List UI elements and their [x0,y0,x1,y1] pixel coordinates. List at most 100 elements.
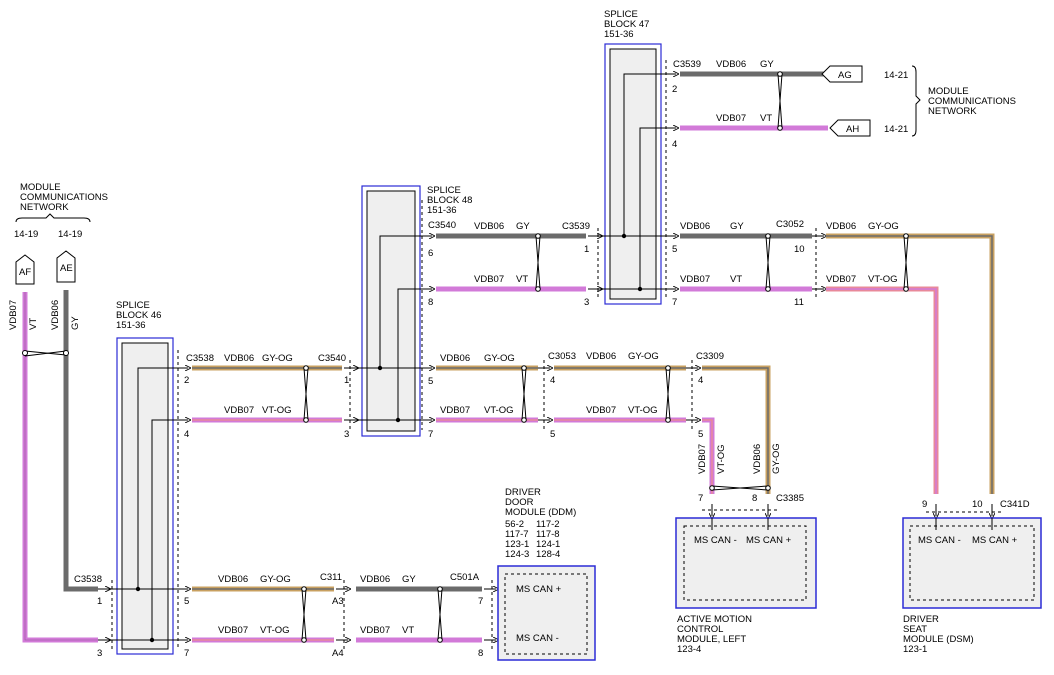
sb46-c3540: C3540 [318,353,346,364]
conn-c3053: C3053 [548,351,576,362]
sb48-w1-color: GY [516,221,530,232]
sb47-bot-color: VT [760,113,772,124]
mid-v1-name: VDB07 [697,444,708,474]
mid-w2-name: VDB07 [586,405,616,416]
splice-block-47: SPLICE BLOCK 47 151-36 C3539 2 4 5 7 [600,9,701,308]
sb47-c3539: C3539 [673,59,701,70]
pin-8-ddm: 8 [478,648,483,659]
bottom-w3-color: GY [402,574,416,585]
sb47-body [609,48,657,300]
wire2-color: GY [70,316,81,330]
sb48-title-3: 151-36 [427,205,457,216]
sb46-pin4: 4 [184,429,189,440]
sb46-title-1: SPLICE [116,300,150,311]
ae-badge-label: AE [60,263,73,274]
bottom-wires: 5 7 VDB06 GY-OG VDB07 VT-OG C311 A3 A4 V… [178,572,496,659]
ddm-box [497,565,596,661]
sb47-dsm-wires: VDB06 GY VDB07 VT C3052 10 11 VDB06 GY-O… [680,219,1030,516]
mid-v1-color: VT-OG [716,444,727,474]
svg-text:117-2: 117-2 [536,519,560,530]
sb46-w1-color: GY-OG [262,353,293,364]
dsm-caption-3: MODULE (DSM) [903,634,974,645]
right-network-1: MODULE [928,86,969,97]
ag-badge-label: AG [838,70,852,81]
pin-7-ddm: 7 [478,596,483,607]
sb46-c3538: C3538 [186,353,214,364]
sb46-w2-name: VDB07 [224,405,254,416]
sb48-sb47-wires: VDB06 GY VDB07 VT C3539 1 3 [436,221,600,308]
dsm-pin-minus: MS CAN - [918,535,961,546]
sb47-top-color: GY [760,59,774,70]
sb47-top-name: VDB06 [716,59,746,70]
splice-block-46: SPLICE BLOCK 46 151-36 [108,300,186,655]
ah-badge [829,119,871,137]
splice-block-48: SPLICE BLOCK 48 151-36 C3540 6 8 5 7 [356,185,472,440]
sb48-w2-color: VT [516,274,528,285]
c3309-pin5: 5 [698,429,703,440]
amc-pin-minus: MS CAN - [694,535,737,546]
bottom-w1-name: VDB06 [218,574,248,585]
dsm-caption-4: 123-1 [903,644,927,655]
sb48-pin1: 1 [584,244,589,255]
sb47-r4-color: VT-OG [868,274,898,285]
mid-v2-name: VDB06 [752,444,763,474]
c3052-pin10: 10 [794,244,805,255]
sb46-sb48-wires: C3538 2 4 VDB06 GY-OG VDB07 VT-OG C3540 … [178,353,356,440]
amc-box [675,517,817,609]
sb48-body [366,190,416,432]
dsm-caption-2: SEAT [903,624,927,635]
sb47-r3-name: VDB06 [826,221,856,232]
ah-badge-label: AH [846,124,859,135]
bottom-w4-name: VDB07 [360,625,390,636]
bottom-w2-color: VT-OG [260,625,290,636]
conn-c3052: C3052 [776,219,804,230]
left-network: MODULE COMMUNICATIONS NETWORK 14-19 14-1… [8,182,108,659]
wire-vdb07-left [22,292,98,643]
conn-c311: C311 [320,572,342,583]
ddm-title-2: DOOR [505,497,534,508]
sb47-r2-color: VT [730,274,742,285]
svg-text:117-8: 117-8 [536,529,560,540]
sb47-title-2: BLOCK 47 [604,19,649,30]
left-network-title-1: MODULE [20,182,61,193]
sb48-m2-color: VT-OG [484,405,514,416]
sb48-pin6: 6 [428,248,433,259]
sb48-title-1: SPLICE [427,185,461,196]
sb47-title-1: SPLICE [604,9,638,20]
amc-module: MS CAN - MS CAN + ACTIVE MOTION CONTROL … [675,517,817,655]
sb47-r1-color: GY [730,221,744,232]
dsm-pin9: 9 [922,499,927,510]
sb47-bot-name: VDB07 [716,113,746,124]
wire-vdb06-left [63,290,98,592]
conn-c3538-left: C3538 [74,574,102,585]
svg-text:123-1: 123-1 [505,539,529,550]
svg-text:124-3: 124-3 [505,549,529,560]
ref-af: 14-19 [14,229,38,240]
sb46-w2-color: VT-OG [262,405,292,416]
c3053-pin4: 4 [550,375,555,386]
sb47-pin5: 5 [672,244,677,255]
conn-c3385: C3385 [776,493,804,504]
sb46-pin3r: 3 [344,429,349,440]
ddm-title-1: DRIVER [505,487,541,498]
right-network-2: COMMUNICATIONS [928,96,1016,107]
sb47-pin7: 7 [672,297,677,308]
sb47-outline [604,43,662,305]
sb48-m1-name: VDB06 [440,353,470,364]
sb47-title-3: 151-36 [604,29,634,40]
ref-ah: 14-21 [884,124,908,135]
ddm-pin-plus: MS CAN + [516,584,562,595]
sb48-pin3: 3 [584,297,589,308]
pin-3-left: 3 [97,648,102,659]
amc-pin7: 7 [698,493,703,504]
sb48-m2-name: VDB07 [440,405,470,416]
sb48-c3540: C3540 [428,220,456,231]
dsm-pin-plus: MS CAN + [972,535,1018,546]
amc-caption-1: ACTIVE MOTION [677,614,752,625]
ref-ae: 14-19 [58,229,82,240]
bottom-w3-name: VDB06 [360,574,390,585]
sb46-w1-name: VDB06 [224,353,254,364]
right-network-3: NETWORK [928,106,977,117]
conn-c3309: C3309 [696,351,724,362]
